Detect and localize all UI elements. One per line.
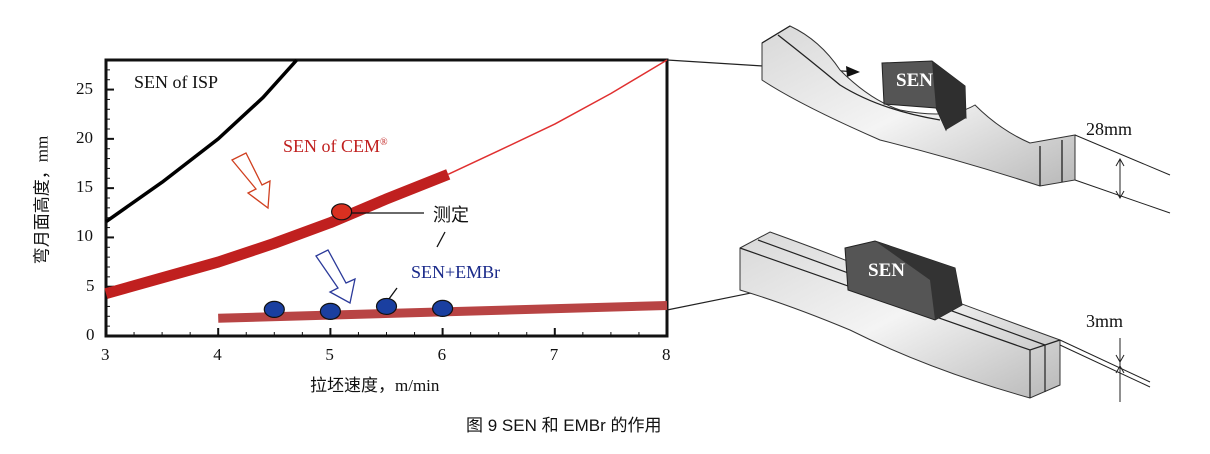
measured-point [331,203,353,221]
y-axis-label: 弯月面高度，mm [32,135,52,265]
cem-label: SEN of CEM® [283,136,388,157]
x-tick-label: 3 [101,345,110,364]
y-tick-label: 0 [86,325,95,344]
series-line-3 [447,59,668,176]
figure-caption: 图 9 SEN 和 EMBr 的作用 [466,416,662,435]
x-tick-label: 5 [325,345,334,364]
measured-label: 测定 [433,205,469,225]
embr-data-point [263,300,285,318]
top-sen-label: SEN [896,70,933,91]
y-tick-label: 10 [76,226,93,246]
x-axis-label: 拉坯速度，m/min [310,376,440,395]
y-tick-label: 25 [76,78,93,98]
embr-data-point [319,302,341,320]
blue-arrow-icon [315,249,356,304]
top-height-label: 28mm [1086,119,1133,139]
embr-data-point [432,299,454,317]
red-arrow-icon [230,152,271,210]
bottom-sen-label: SEN [868,260,905,281]
embr-label: SEN+EMBr [411,262,501,282]
y-tick-label: 15 [76,177,93,197]
arrowhead-icon [846,66,860,77]
top-slab-illustration [761,25,1171,214]
cem-label-text: SEN of CEM [283,136,381,156]
x-tick-label: 4 [213,345,222,364]
y-tick-label: 5 [86,275,95,295]
registered-mark: ® [380,137,388,148]
bottom-height-label: 3mm [1086,311,1124,331]
series-line-2 [104,169,451,299]
embr-data-point [375,297,398,316]
x-tick-label: 6 [437,345,447,364]
series-line-1 [104,58,299,224]
isp-label: SEN of ISP [134,72,219,92]
x-tick-label: 7 [549,345,559,364]
y-tick-label: 20 [76,127,93,147]
bottom-slab-illustration [739,231,1151,402]
x-tick-label: 8 [662,345,671,364]
embr-leader-top [436,231,446,248]
